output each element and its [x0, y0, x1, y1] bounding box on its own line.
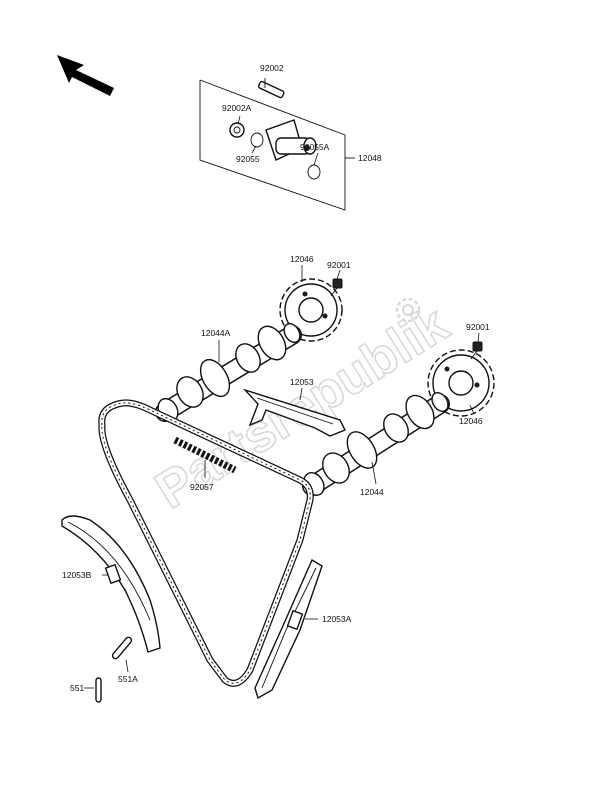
chain-guide-12053b — [61, 515, 161, 653]
label-12053a: 12053A — [322, 614, 352, 624]
pin-551a — [111, 636, 133, 660]
label-92002: 92002 — [260, 63, 284, 73]
label-92002a: 92002A — [222, 103, 252, 113]
partsrepublik-gear-icon — [395, 297, 421, 323]
tensioner-assembly — [199, 78, 355, 211]
label-12046-left: 12046 — [290, 254, 314, 264]
sprocket-12046-left — [279, 278, 343, 342]
tensioner-body — [265, 119, 317, 161]
label-92055: 92055 — [236, 154, 260, 164]
label-12046-right: 12046 — [459, 416, 483, 426]
label-551: 551 — [70, 683, 84, 693]
camshaft-12044a — [155, 322, 302, 423]
label-12053: 12053 — [290, 377, 314, 387]
bolt-92001-left — [330, 278, 343, 297]
label-92001-left: 92001 — [327, 260, 351, 270]
label-12044a: 12044A — [201, 328, 231, 338]
cam-chain-92057 — [98, 399, 314, 687]
chain-guide-12053a — [254, 558, 323, 700]
bolt-92001-right — [470, 341, 483, 360]
oring-92055 — [250, 132, 264, 148]
label-92055a: 92055A — [300, 142, 330, 152]
oring-92055a — [307, 164, 321, 180]
label-551a: 551A — [118, 674, 138, 684]
chain-guide-12053 — [242, 388, 346, 437]
tensioner-nut-92002a — [229, 122, 245, 138]
pin-551 — [95, 677, 102, 703]
label-12053b: 12053B — [62, 570, 92, 580]
front-direction-arrow-icon — [57, 55, 114, 96]
label-92057: 92057 — [190, 482, 214, 492]
part-labels: 92002 92002A 92055 92055A 12048 12046 92… — [62, 63, 490, 693]
label-12048: 12048 — [358, 153, 382, 163]
label-92001-right: 92001 — [466, 322, 490, 332]
camshaft-12044 — [302, 392, 450, 496]
tensioner-bolt-92002 — [257, 78, 285, 99]
leader-lines — [84, 115, 480, 689]
label-12044: 12044 — [360, 487, 384, 497]
